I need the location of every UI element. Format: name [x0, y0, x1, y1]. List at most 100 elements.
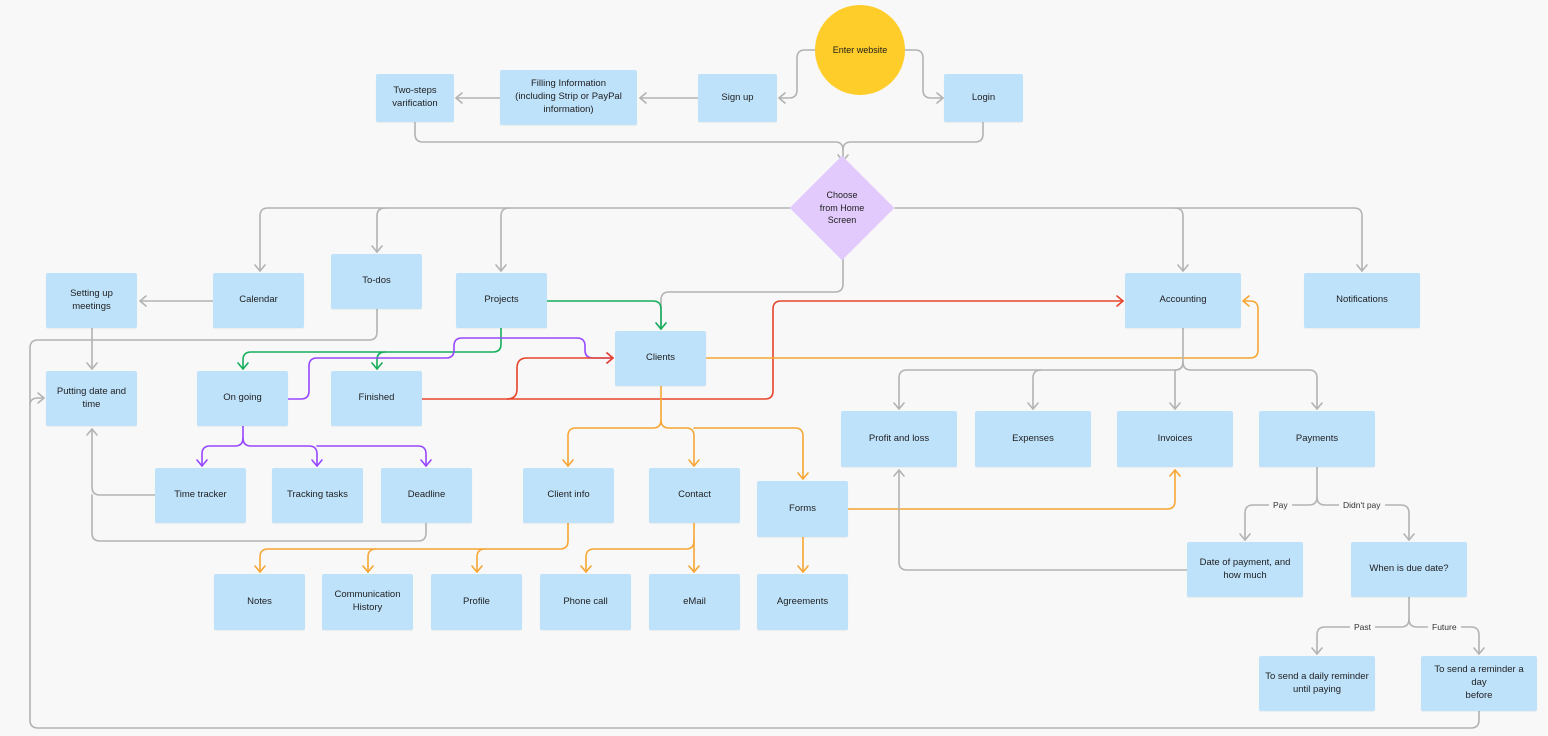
edge-finished-to-clients: [421, 352, 614, 400]
arrow-up-head: [86, 428, 98, 436]
arrow-right-head: [936, 92, 944, 104]
edge-label-pay: Pay: [1269, 499, 1292, 511]
edge-clientinfo-to-profile: [471, 548, 486, 573]
arrow-down-head: [311, 459, 323, 467]
node-phone-call[interactable]: Phone call: [540, 574, 631, 630]
node-client-info[interactable]: Client info: [523, 468, 614, 523]
arrow-left-head: [139, 295, 147, 307]
node-reminder-day-before[interactable]: To send a reminder a day before: [1421, 656, 1537, 711]
node-deadline[interactable]: Deadline: [381, 468, 472, 523]
node-expenses[interactable]: Expenses: [975, 411, 1091, 467]
arrow-down-head: [688, 565, 700, 573]
edge-filling-to-twosteps: [455, 92, 501, 104]
edge-timetracker-to-putting-date: [86, 428, 156, 496]
arrow-up-head: [1169, 469, 1181, 477]
connector-line: [91, 428, 156, 496]
node-profile[interactable]: Profile: [431, 574, 522, 630]
node-contact[interactable]: Contact: [649, 468, 740, 523]
connector-line: [1032, 369, 1042, 410]
node-notifications[interactable]: Notifications: [1304, 273, 1420, 328]
arrow-left-head: [455, 92, 463, 104]
start-enter-website[interactable]: Enter website: [815, 5, 905, 95]
connector-line: [414, 121, 844, 162]
arrow-down-head: [1169, 402, 1181, 410]
edge-accounting-to-invoices: [1169, 361, 1184, 410]
edge-label-future: Future: [1428, 621, 1461, 633]
node-setting-up-meetings[interactable]: Setting up meetings: [46, 273, 137, 328]
edge-clients-to-contact: [660, 419, 700, 467]
edge-clients-to-forms: [693, 427, 809, 480]
node-sign-up[interactable]: Sign up: [698, 74, 777, 122]
arrow-down-head: [420, 459, 432, 467]
node-when-due-date[interactable]: When is due date?: [1351, 542, 1467, 597]
edge-login-to-choose: [842, 121, 984, 151]
connector-line: [660, 419, 695, 467]
arrow-down-head: [1311, 647, 1323, 655]
connector-line: [376, 207, 386, 253]
connector-line: [546, 300, 662, 330]
arrow-down-head: [371, 362, 383, 370]
node-login[interactable]: Login: [944, 74, 1023, 122]
connector-line: [660, 253, 844, 330]
node-email[interactable]: eMail: [649, 574, 740, 630]
arrow-down-head: [1239, 533, 1251, 541]
edge-deadline-to-putting-date: [91, 494, 427, 542]
edge-due-to-daybefore: [1408, 618, 1485, 655]
node-tracking-tasks[interactable]: Tracking tasks: [272, 468, 363, 523]
arrow-down-head: [688, 459, 700, 467]
edge-ongoing-to-deadline: [316, 445, 432, 467]
edge-clients-to-accounting: [705, 295, 1259, 359]
edge-calendar-to-meetings: [139, 295, 214, 307]
connector-line: [500, 207, 510, 272]
node-projects[interactable]: Projects: [456, 273, 547, 328]
arrow-down-head: [471, 565, 483, 573]
edge-choose-to-accounting: [894, 207, 1189, 272]
node-finished[interactable]: Finished: [331, 371, 422, 426]
node-putting-date-time[interactable]: Putting date and time: [46, 371, 137, 426]
connector-line: [259, 522, 569, 573]
edge-enter-to-login: [904, 49, 944, 104]
arrow-right-head: [606, 352, 614, 364]
node-clients[interactable]: Clients: [615, 331, 706, 386]
node-to-dos[interactable]: To-dos: [331, 254, 422, 309]
node-date-of-payment[interactable]: Date of payment, and how much: [1187, 542, 1303, 597]
edge-ongoing-to-timetracker: [196, 425, 244, 467]
node-calendar[interactable]: Calendar: [213, 273, 304, 328]
node-invoices[interactable]: Invoices: [1117, 411, 1233, 467]
arrow-left-head: [1242, 295, 1250, 307]
node-time-tracker[interactable]: Time tracker: [155, 468, 246, 523]
node-communication-history[interactable]: Communication History: [322, 574, 413, 630]
decision-label: Choose from Home Screen: [819, 190, 865, 226]
connector-line: [894, 207, 1184, 272]
arrow-left-head: [639, 92, 647, 104]
node-forms[interactable]: Forms: [757, 481, 848, 537]
connector-line: [693, 427, 804, 480]
connector-line: [898, 469, 1188, 571]
edge-forms-to-invoices: [847, 469, 1181, 510]
node-payments[interactable]: Payments: [1259, 411, 1375, 467]
edge-date-to-profit: [893, 469, 1188, 571]
edge-choose-to-notifications: [1174, 207, 1368, 272]
connector-line: [201, 425, 244, 467]
connector-line: [904, 49, 944, 99]
arrow-down-head: [1473, 647, 1485, 655]
arrow-down-head: [797, 565, 809, 573]
edge-payments-to-due: [1316, 496, 1415, 541]
node-accounting[interactable]: Accounting: [1125, 273, 1241, 328]
node-two-steps-verification[interactable]: Two-steps varification: [376, 74, 454, 122]
connector-line: [842, 121, 984, 151]
node-profit-and-loss[interactable]: Profit and loss: [841, 411, 957, 467]
arrow-right-head: [1116, 295, 1124, 307]
arrow-down-head: [1403, 533, 1415, 541]
node-agreements[interactable]: Agreements: [757, 574, 848, 630]
edge-clientinfo-to-history: [362, 548, 377, 573]
connector-line: [242, 437, 318, 467]
arrow-down-head: [1027, 402, 1039, 410]
connector-line: [29, 308, 1480, 729]
node-on-going[interactable]: On going: [197, 371, 288, 426]
connector-line: [421, 357, 614, 400]
edge-choose-to-projects: [495, 207, 510, 272]
node-filling-information[interactable]: Filling Information (including Strip or …: [500, 70, 637, 125]
node-daily-reminder[interactable]: To send a daily reminder until paying: [1259, 656, 1375, 711]
node-notes[interactable]: Notes: [214, 574, 305, 630]
